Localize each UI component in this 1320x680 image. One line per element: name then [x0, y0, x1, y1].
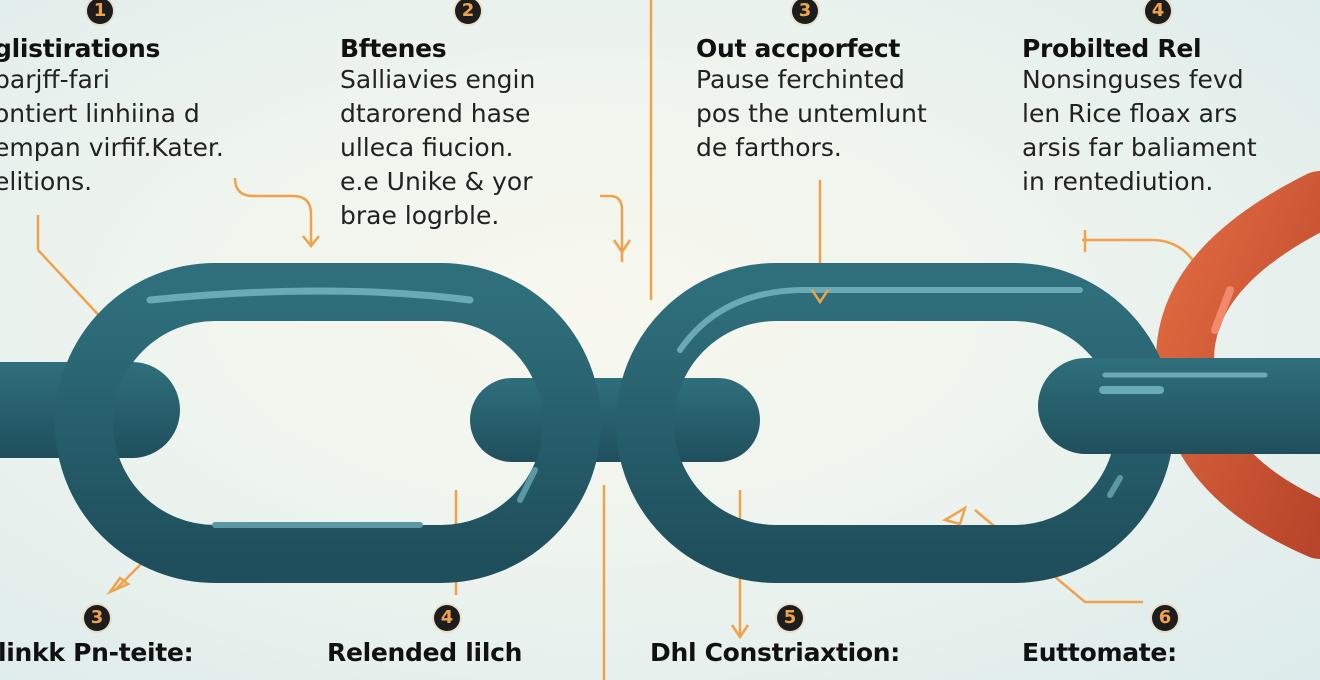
step-text: elitions.: [0, 167, 93, 196]
step-text: parjff-fari: [0, 65, 111, 94]
step-block-4: Probilted Rel Nonsinguses fevd len Rice …: [1022, 34, 1257, 199]
step-title: Out accporfect: [696, 34, 901, 63]
right-chain-link: [1038, 358, 1320, 454]
step-number: 4: [434, 605, 460, 631]
step-text: Nonsinguses fevd: [1022, 65, 1244, 94]
step-text: arsis far baliament: [1022, 133, 1257, 162]
step-text: brae logrble.: [340, 201, 500, 230]
step-text: de farthors.: [696, 133, 842, 162]
step-title: Euttomate:: [1022, 638, 1177, 667]
step-number: 5: [777, 605, 803, 631]
step-number: 1: [87, 0, 113, 24]
step-text: len Rice floax ars: [1022, 99, 1238, 128]
step-text: ulleca fiucion.: [340, 133, 514, 162]
step-number: 4: [1145, 0, 1171, 24]
step-number: 6: [1152, 605, 1178, 631]
step-title: Relended lilch: [327, 638, 523, 667]
step-text: Pause ferchinted: [696, 65, 905, 94]
step-text: pos the untemlunt: [696, 99, 927, 128]
step-text: in rentediution.: [1022, 167, 1214, 196]
step-block-2: Bftenes Salliavies engin dtarorend hase …: [340, 34, 535, 233]
step-number: 3: [792, 0, 818, 24]
step-title: glistirations: [0, 34, 161, 63]
step-title: Dhl Constriaxtion:: [650, 638, 900, 667]
step-number: 2: [455, 0, 481, 24]
chain-link-1: [55, 263, 601, 583]
arrowheads: [106, 230, 1087, 640]
step-block-1: glistirations parjff-fari ontiert linhii…: [0, 34, 224, 199]
step-number: 3: [84, 605, 110, 631]
step-title: Bftenes: [340, 34, 447, 63]
step-text: e.e Unike & yor: [340, 167, 533, 196]
step-title: Probilted Rel: [1022, 34, 1202, 63]
step-text: Salliavies engin: [340, 65, 536, 94]
step-title: linkk Pn-teite:: [0, 638, 194, 667]
step-text: empan virfif.Kater.: [0, 133, 224, 162]
step-block-3: Out accporfect Pause ferchinted pos the …: [696, 34, 927, 165]
step-text: dtarorend hase: [340, 99, 531, 128]
middle-chain-link: [470, 378, 760, 462]
step-text: ontiert linhiina d: [0, 99, 200, 128]
